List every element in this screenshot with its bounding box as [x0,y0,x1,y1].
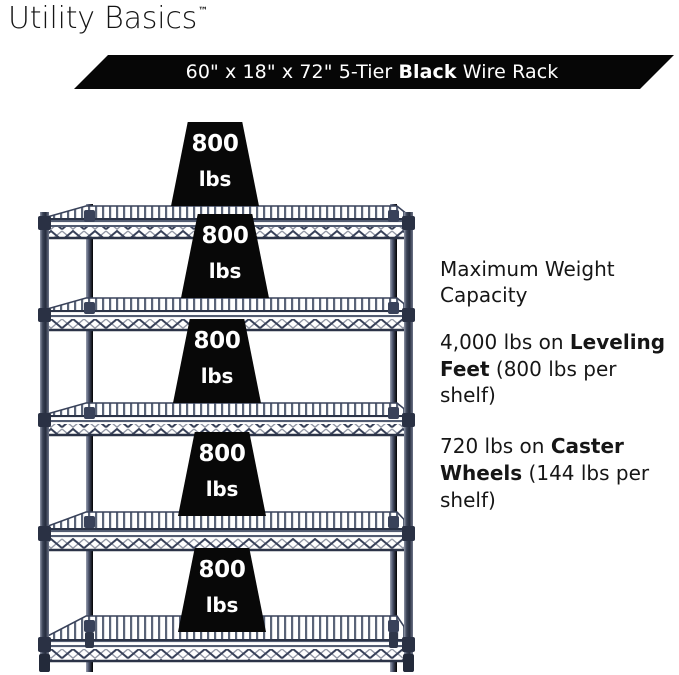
capacity-badge-shelf-2: 800 lbs [181,214,269,298]
badge-number: 800 [198,441,246,467]
rack-shelf-4 [39,511,415,552]
capacity-badge-shelf-3: 800 lbs [173,319,261,403]
badge-unit: lbs [205,593,239,617]
leveling-detail: (800 lbs per shelf) [440,356,617,408]
rack-front-posts [40,212,413,672]
badge-number: 800 [193,328,241,354]
leveling-feet-capacity: 4,000 lbs on Leveling Feet (800 lbs per … [440,329,678,409]
trademark-symbol: ™ [198,6,209,17]
capacity-badge-shelf-4: 800 lbs [178,432,266,516]
banner-color-word: Black [398,61,457,83]
caster-detail: (144 lbs per shelf) [440,460,650,512]
caster-label: Caster Wheels [440,434,624,485]
wire-rack-illustration: 800 lbs 800 lbs 800 lbs 800 lbs 800 lbs [18,120,430,672]
capacity-heading: Maximum Weight Capacity [440,257,615,308]
product-title-text: 60" x 18" x 72" 5-Tier Black Wire Rack [186,61,559,83]
capacity-info-panel: Maximum Weight Capacity 4,000 lbs on Lev… [440,256,678,514]
badge-unit: lbs [200,364,234,388]
badge-unit: lbs [198,167,232,191]
leveling-label: Leveling Feet [440,329,666,381]
badge-number: 800 [198,557,246,583]
badge-unit: lbs [208,259,242,283]
banner-prefix: 60" x 18" x 72" 5-Tier [185,61,399,83]
caster-wheels-capacity: 720 lbs on Caster Wheels (144 lbs per sh… [440,433,678,513]
banner-suffix: Wire Rack [456,61,559,83]
badge-number: 800 [191,131,239,157]
leveling-total: 4,000 lbs on [440,329,570,354]
brand-logo: Utility Basics ™ [8,1,209,37]
badge-number: 800 [201,223,249,249]
rack-leveling-feet [39,632,414,672]
badge-unit: lbs [205,477,239,501]
rack-shelf-collars [38,210,415,652]
rack-shelf-3 [39,402,416,437]
brand-name: Utility Basics [8,1,198,36]
product-title-banner: 60" x 18" x 72" 5-Tier Black Wire Rack [74,55,674,89]
caster-total: 720 lbs on [440,434,551,459]
capacity-badge-shelf-1: 800 lbs [171,122,259,206]
rack-back-posts [86,204,397,672]
capacity-badge-shelf-5: 800 lbs [178,548,266,632]
